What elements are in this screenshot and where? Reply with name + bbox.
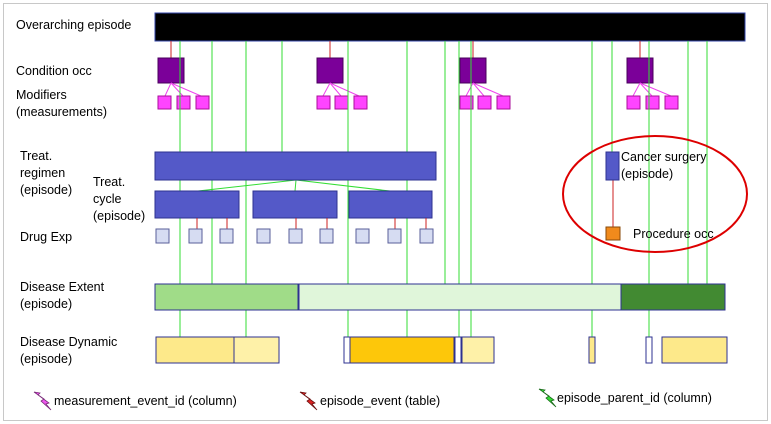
treatment-cycle-1 xyxy=(154,190,240,219)
lightning-red-icon xyxy=(299,391,318,411)
disease-extent-3 xyxy=(620,283,726,311)
modifier-4b xyxy=(645,95,660,110)
modifier-4c xyxy=(664,95,679,110)
label-cancer-surgery: Cancer surgery xyxy=(621,150,707,164)
disease-dynamic-8 xyxy=(645,336,653,364)
drug-exp-1 xyxy=(155,228,170,244)
label-treat-regimen-1: Treat. xyxy=(20,149,53,163)
drug-exp-8 xyxy=(387,228,402,244)
cancer-surgery-episode xyxy=(605,151,620,181)
legend-episode-parent-id: episode_parent_id (column) xyxy=(557,391,712,405)
treatment-cycle-2 xyxy=(252,190,338,219)
modifier-2b xyxy=(334,95,349,110)
label-treat-cycle-3: (episode) xyxy=(93,209,146,223)
label-condition-occ: Condition occ xyxy=(16,64,92,78)
label-drug-exp: Drug Exp xyxy=(20,230,73,244)
drug-exp-4 xyxy=(256,228,271,244)
modifier-4a xyxy=(626,95,641,110)
label-disease-extent-sub: (episode) xyxy=(20,297,73,311)
modifier-2a xyxy=(316,95,331,110)
legend-episode-event: episode_event (table) xyxy=(320,394,441,408)
disease-dynamic-3 xyxy=(343,336,351,364)
drug-exp-3 xyxy=(219,228,234,244)
modifier-1b xyxy=(176,95,191,110)
label-treat-cycle-2: cycle xyxy=(93,192,122,206)
lightning-magenta-icon xyxy=(33,391,52,411)
disease-dynamic-1 xyxy=(155,336,235,364)
label-treat-regimen-2: regimen xyxy=(20,166,66,180)
diagram-frame xyxy=(3,3,768,421)
modifier-3a xyxy=(459,95,474,110)
label-procedure-occ: Procedure occ xyxy=(633,227,714,241)
disease-extent-1 xyxy=(154,283,299,311)
disease-dynamic-2 xyxy=(233,336,280,364)
overarching-episode-bar xyxy=(154,12,746,42)
disease-dynamic-9 xyxy=(661,336,728,364)
modifier-1c xyxy=(195,95,210,110)
legend-measurement-event-id: measurement_event_id (column) xyxy=(54,394,237,408)
label-disease-extent: Disease Extent xyxy=(20,280,105,294)
overarching-condition-links xyxy=(170,41,641,58)
label-overarching-episode: Overarching episode xyxy=(16,18,132,32)
drug-exposure-links xyxy=(196,180,614,229)
label-disease-dynamic: Disease Dynamic xyxy=(20,335,118,349)
modifier-3b xyxy=(477,95,492,110)
drug-exp-6 xyxy=(319,228,334,244)
label-treat-cycle-1: Treat. xyxy=(93,175,126,189)
drug-exp-9 xyxy=(419,228,434,244)
modifier-1a xyxy=(157,95,172,110)
disease-dynamic-4 xyxy=(349,336,455,364)
condition-occ-3 xyxy=(459,57,487,84)
disease-dynamic-5 xyxy=(454,336,462,364)
label-disease-dynamic-sub: (episode) xyxy=(20,352,73,366)
modifier-links xyxy=(164,82,672,97)
drug-exp-2 xyxy=(188,228,203,244)
cancer-surgery-callout-ellipse xyxy=(562,135,748,253)
drug-exp-5 xyxy=(288,228,303,244)
label-modifiers: Modifiers xyxy=(16,88,67,102)
drug-exp-7 xyxy=(355,228,370,244)
condition-occ-2 xyxy=(316,57,344,84)
treatment-regimen-bar xyxy=(154,151,437,181)
lightning-green-icon xyxy=(538,388,557,408)
label-treat-regimen-3: (episode) xyxy=(20,183,73,197)
disease-extent-2 xyxy=(298,283,622,311)
disease-dynamic-6 xyxy=(461,336,495,364)
label-cancer-surgery-sub: (episode) xyxy=(621,167,674,181)
treatment-cycle-3 xyxy=(348,190,433,219)
procedure-occ-box xyxy=(605,226,621,241)
label-modifiers-sub: (measurements) xyxy=(16,105,107,119)
modifier-3c xyxy=(496,95,511,110)
modifier-2c xyxy=(353,95,368,110)
disease-dynamic-7 xyxy=(588,336,596,364)
